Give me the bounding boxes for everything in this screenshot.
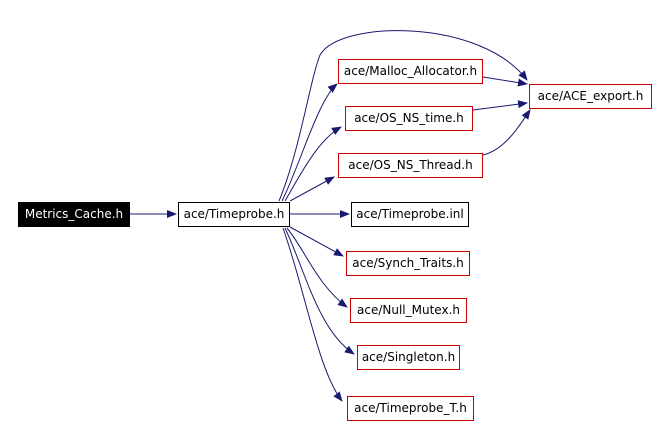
node-timeprobe-h[interactable]: ace/Timeprobe.h: [178, 202, 290, 227]
edge-malloc-allocator-to-ace-export: [482, 76, 528, 87]
edge-timeprobe-to-ace-export: [278, 30, 528, 202]
node-timeprobe-inl[interactable]: ace/Timeprobe.inl: [351, 202, 469, 227]
node-os-ns-time[interactable]: ace/OS_NS_time.h: [345, 106, 473, 131]
node-synch-traits[interactable]: ace/Synch_Traits.h: [346, 251, 470, 276]
node-label[interactable]: ace/Timeprobe_T.h: [354, 401, 467, 415]
edge-timeprobe-to-synch-traits: [289, 226, 344, 257]
node-label[interactable]: ace/Synch_Traits.h: [352, 256, 464, 270]
edge-timeprobe-to-os-ns-time: [284, 126, 342, 202]
node-metrics-cache[interactable]: Metrics_Cache.h: [18, 202, 130, 227]
edge-os-ns-thread-to-ace-export: [482, 109, 531, 156]
node-label[interactable]: ace/OS_NS_Thread.h: [348, 158, 473, 172]
node-label[interactable]: ace/Malloc_Allocator.h: [343, 64, 478, 78]
node-singleton[interactable]: ace/Singleton.h: [357, 345, 460, 370]
edge-timeprobe-to-singleton: [284, 227, 355, 355]
node-label[interactable]: ace/Singleton.h: [361, 350, 456, 364]
node-label[interactable]: ace/Timeprobe.h: [183, 207, 285, 221]
node-os-ns-thread[interactable]: ace/OS_NS_Thread.h: [338, 153, 483, 178]
node-label[interactable]: ace/Null_Mutex.h: [357, 303, 460, 317]
node-label[interactable]: ace/OS_NS_time.h: [354, 111, 464, 125]
edge-timeprobe-to-malloc-allocator: [281, 83, 338, 202]
edge-timeprobe-to-timeprobe-t: [282, 227, 343, 402]
node-malloc-allocator[interactable]: ace/Malloc_Allocator.h: [338, 59, 483, 84]
node-label[interactable]: ace/Timeprobe.inl: [356, 207, 464, 221]
edge-timeprobe-to-null-mutex: [286, 227, 348, 308]
node-label[interactable]: ace/ACE_export.h: [537, 89, 644, 103]
edge-os-ns-time-to-ace-export: [472, 100, 528, 111]
node-ace-export[interactable]: ace/ACE_export.h: [529, 84, 652, 109]
node-timeprobe-t[interactable]: ace/Timeprobe_T.h: [347, 396, 474, 421]
edge-timeprobe-to-os-ns-thread: [289, 176, 335, 202]
node-label[interactable]: Metrics_Cache.h: [24, 207, 124, 221]
node-null-mutex[interactable]: ace/Null_Mutex.h: [350, 298, 467, 323]
